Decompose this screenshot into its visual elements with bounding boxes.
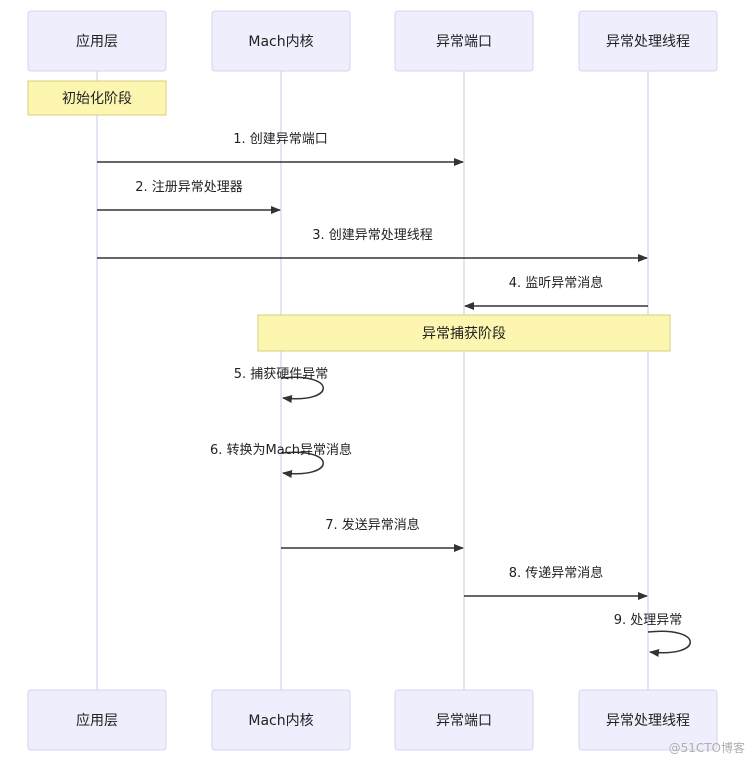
message-label: 3. 创建异常处理线程 [312,228,433,243]
actor-box [27,689,167,751]
actor-box [27,10,167,72]
actor-label: 异常端口 [436,34,492,50]
actor-box [578,689,718,751]
message-1: 1. 创建异常端口 [97,132,464,166]
message-label: 6. 转换为Mach异常消息 [210,442,352,458]
actor-app-top: 应用层 [27,10,167,72]
phase-note-1: 初始化阶段 [27,80,167,116]
self-message-arrow [647,630,691,657]
actor-box [211,689,351,751]
actor-label: 应用层 [76,712,118,729]
actor-kernel-bottom: Mach内核 [211,689,351,751]
message-2: 2. 注册异常处理器 [97,180,281,214]
actor-port-top: 异常端口 [394,10,534,72]
actor-label: 应用层 [76,33,118,50]
message-label: 2. 注册异常处理器 [135,180,243,195]
phase-note-box [257,314,671,352]
phase-note-label: 异常捕获阶段 [422,326,506,342]
actor-label: 异常端口 [436,713,492,729]
phase-note-box [27,80,167,116]
phase-note-label: 初始化阶段 [62,90,132,107]
message-label: 1. 创建异常端口 [233,132,328,147]
message-label: 9. 处理异常 [614,613,683,628]
message-label: 5. 捕获硬件异常 [234,366,329,382]
actor-thread-bottom: 异常处理线程 [578,689,718,751]
message-label: 8. 传递异常消息 [509,565,604,581]
self-message-arrow [280,451,324,478]
actor-label: 异常处理线程 [606,713,690,729]
self-message-arrow [280,376,324,403]
message-9: 9. 处理异常 [614,613,691,657]
phase-note-2: 异常捕获阶段 [257,314,671,352]
actor-thread-top: 异常处理线程 [578,10,718,72]
actor-box [394,10,534,72]
message-label: 7. 发送异常消息 [325,517,420,533]
message-5: 5. 捕获硬件异常 [234,366,329,403]
actor-port-bottom: 异常端口 [394,689,534,751]
message-8: 8. 传递异常消息 [464,565,648,600]
actor-app-bottom: 应用层 [27,689,167,751]
actor-label: Mach内核 [248,34,313,50]
actor-box [394,689,534,751]
actor-label: Mach内核 [248,713,313,729]
actor-box [578,10,718,72]
actor-box [211,10,351,72]
message-7: 7. 发送异常消息 [281,517,464,552]
message-4: 4. 监听异常消息 [464,275,648,310]
actor-label: 异常处理线程 [606,34,690,50]
message-3: 3. 创建异常处理线程 [97,228,648,262]
actor-kernel-top: Mach内核 [211,10,351,72]
message-label: 4. 监听异常消息 [509,275,604,291]
watermark-text: @51CTO博客 [669,740,745,755]
message-6: 6. 转换为Mach异常消息 [210,442,352,478]
